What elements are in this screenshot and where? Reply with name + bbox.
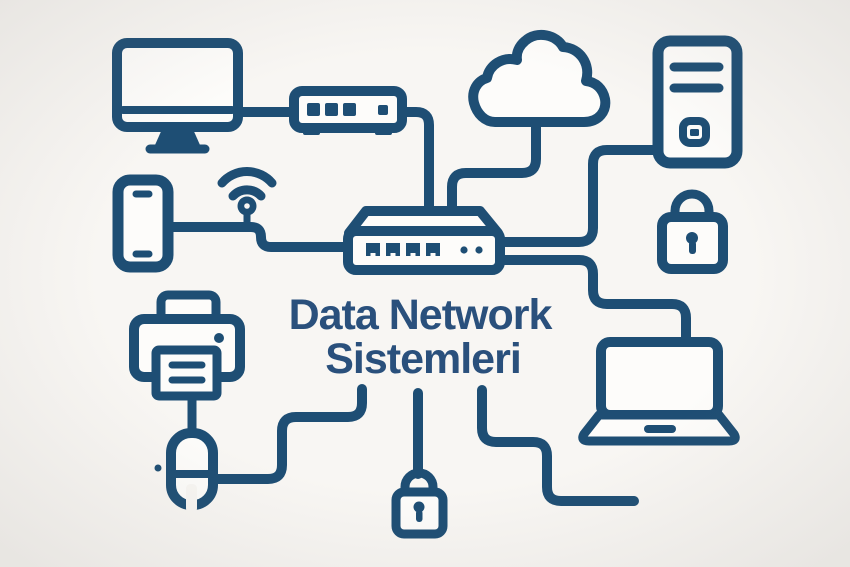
- diagram-title-line-2: Sistemleri: [325, 335, 521, 383]
- connection-mouse-open-end: [208, 384, 367, 484]
- wifi-signal-icon: [217, 167, 277, 230]
- router-port-2: [386, 243, 400, 256]
- router-icon: [343, 206, 505, 275]
- smartphone-icon: [112, 174, 174, 273]
- server-tower-icon: [652, 35, 743, 169]
- connection-router-laptop: [495, 255, 691, 347]
- padlock-icon-top-right: [657, 189, 728, 274]
- cloud-icon: [468, 29, 611, 127]
- decorative-dot: [154, 464, 162, 472]
- monitor-screen: [112, 38, 243, 132]
- wifi-outer-arc: [217, 167, 277, 188]
- switch-port-2: [325, 103, 338, 116]
- connection-switch-router: [397, 107, 434, 216]
- connection-router-tower: [495, 145, 663, 247]
- router-port-1: [366, 243, 380, 256]
- connection-cloud-router: [447, 116, 541, 216]
- phone-body: [112, 174, 174, 273]
- diagram-title-line-1: Data Network: [289, 291, 553, 339]
- computer-mouse-icon: [166, 428, 218, 513]
- router-led-2: [475, 246, 483, 254]
- connection-title-open-end: [477, 385, 639, 506]
- padlock-bottom-keyhole-stem: [416, 510, 423, 522]
- switch-port-1: [307, 103, 320, 116]
- router-body: [343, 226, 505, 275]
- padlock-shackle: [670, 189, 714, 222]
- connection-phone-wifi-router: [163, 222, 354, 252]
- network-switch-icon: [289, 86, 407, 135]
- laptop-screen: [596, 337, 723, 420]
- switch-led: [378, 105, 388, 115]
- switch-port-3: [343, 103, 356, 116]
- laptop-icon: [578, 337, 740, 446]
- router-port-3: [406, 243, 420, 256]
- padlock-bottom-shackle: [400, 468, 438, 497]
- padlock-icon-bottom: [391, 468, 448, 539]
- mouse-scroll-notch: [186, 484, 197, 513]
- printer-icon: [129, 290, 245, 436]
- connection-lines: [163, 107, 691, 506]
- printer-status-light: [214, 333, 224, 343]
- printer-output-paper: [151, 345, 222, 401]
- router-port-4: [426, 243, 440, 256]
- wifi-inner-arc: [228, 185, 266, 201]
- desktop-monitor-icon: [112, 38, 243, 154]
- monitor-stand-neck: [155, 127, 200, 145]
- cloud-outline: [468, 29, 611, 127]
- padlock-keyhole: [686, 232, 698, 244]
- wifi-dot-center: [244, 203, 250, 209]
- padlock-keyhole-stem: [689, 241, 696, 254]
- router-led-1: [460, 246, 468, 254]
- tower-power-dot: [690, 129, 699, 136]
- diagram-title: Data Network Sistemleri: [289, 291, 554, 383]
- padlock-bottom-keyhole: [413, 501, 425, 513]
